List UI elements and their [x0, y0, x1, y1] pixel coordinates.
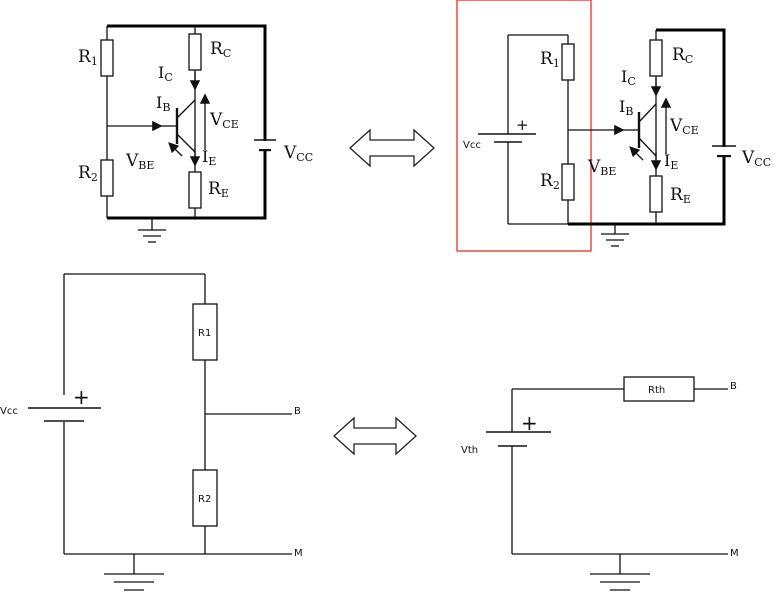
- svg-text:R1: R1: [78, 47, 98, 68]
- resistor-r1: [192, 303, 218, 361]
- resistor-r2: [100, 159, 114, 197]
- resistor-r1: [561, 43, 575, 81]
- svg-text:VBE: VBE: [125, 151, 154, 172]
- highlight-box: [456, 0, 592, 252]
- svg-text:+: +: [73, 385, 90, 409]
- svg-text:IE: IE: [664, 151, 678, 172]
- svg-text:Rth: Rth: [648, 385, 665, 396]
- svg-text:B: B: [294, 406, 301, 417]
- equivalence-arrow-bottom: [333, 416, 417, 456]
- svg-text:RC: RC: [210, 39, 231, 60]
- circuit-bottom-right: Vth + Rth B M: [461, 376, 739, 591]
- svg-text:RE: RE: [670, 185, 691, 206]
- circuit-bottom-left: Vcc + R1 R2 B M: [0, 273, 303, 591]
- svg-text:VBE: VBE: [587, 157, 616, 178]
- svg-text:Vth: Vth: [461, 445, 478, 456]
- svg-text:R2: R2: [198, 494, 211, 505]
- svg-text:RE: RE: [208, 179, 229, 200]
- svg-text:VCE: VCE: [209, 110, 239, 131]
- resistor-rc: [649, 39, 663, 77]
- svg-text:+: +: [516, 116, 529, 134]
- svg-text:IC: IC: [158, 63, 173, 84]
- circuit-top-right: Vcc + R1 R2 RC RE IC IB IE VCE VBE VCC: [456, 0, 771, 252]
- svg-text:IC: IC: [621, 67, 636, 88]
- resistor-r2: [192, 469, 218, 527]
- resistor-r1: [100, 39, 114, 77]
- svg-text:R1: R1: [198, 328, 211, 339]
- resistor-r2: [561, 163, 575, 201]
- equivalence-arrow-top: [349, 128, 435, 168]
- circuit-top-left: R1 R2 RC RE IC IB IE VCE VBE VCC: [78, 24, 313, 243]
- svg-text:IE: IE: [202, 147, 216, 168]
- resistor-rc: [188, 33, 202, 71]
- resistor-rth: [623, 376, 695, 402]
- svg-text:IB: IB: [619, 97, 633, 118]
- resistor-re: [188, 171, 202, 209]
- svg-text:R1: R1: [540, 49, 560, 70]
- svg-text:RC: RC: [672, 45, 693, 66]
- svg-text:VCC: VCC: [283, 143, 313, 164]
- svg-text:R2: R2: [540, 171, 560, 192]
- svg-text:M: M: [730, 548, 739, 559]
- svg-text:VCC: VCC: [741, 148, 771, 169]
- svg-text:R2: R2: [78, 163, 98, 184]
- svg-text:M: M: [294, 548, 303, 559]
- svg-text:Vcc: Vcc: [463, 140, 481, 151]
- resistor-re: [649, 175, 663, 213]
- svg-text:Vcc: Vcc: [0, 406, 18, 417]
- svg-text:B: B: [730, 381, 737, 392]
- svg-text:VCE: VCE: [669, 116, 699, 137]
- svg-text:+: +: [521, 411, 538, 435]
- svg-text:IB: IB: [156, 93, 170, 114]
